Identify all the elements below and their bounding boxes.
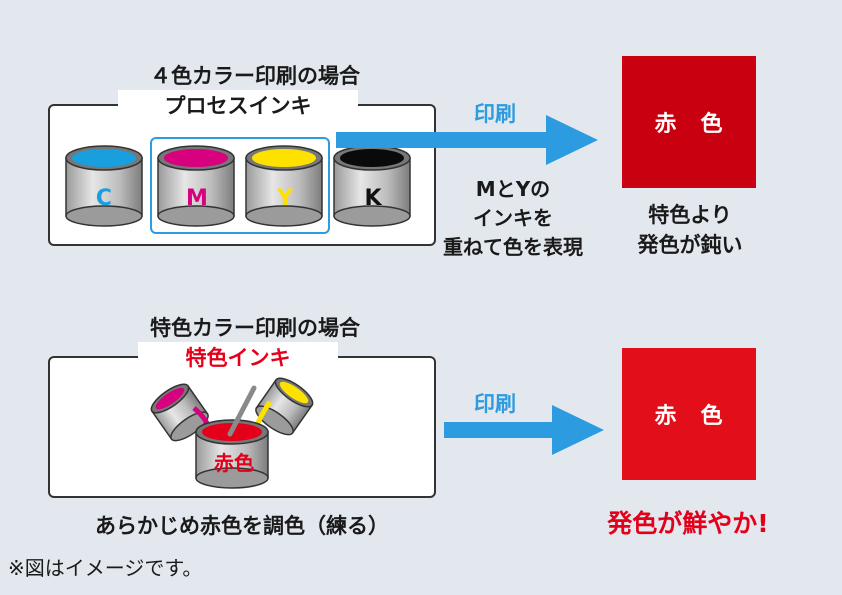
top-explanation-line-3: 重ねて色を表現 [443,235,583,259]
top-print-arrow [336,115,598,165]
top-swatch-label: 赤 色 [654,112,724,137]
top-explanation: MとYの インキを 重ねて色を表現 [428,175,598,262]
process-ink-cans [65,145,411,227]
top-explanation-line-1: MとYの [475,177,551,201]
black-letter: K [364,186,382,211]
yellow-ink-can [245,145,323,227]
top-result: 特色より 発色が鈍い [610,200,770,260]
cyan-ink-can [65,145,143,227]
top-result-line-2: 発色が鈍い [637,233,743,257]
spot-ink-mixing-illustration [150,377,314,489]
my-highlight-frame [150,137,330,234]
magenta-ink-can [157,145,235,227]
yellow-letter: Y [277,186,293,211]
bottom-red-swatch: 赤 色 [622,348,756,480]
bottom-result: 発色が鮮やか! [607,509,769,538]
bottom-print-label: 印刷 [474,392,516,416]
top-print-label: 印刷 [474,102,516,126]
top-explanation-line-2: インキを [473,206,553,230]
bottom-caption: あらかじめ赤色を調色（練る） [95,514,389,538]
top-red-swatch: 赤 色 [622,56,756,188]
process-ink-label: プロセスインキ [118,90,358,120]
top-heading: ４色カラー印刷の場合 [150,64,360,88]
black-ink-can [333,145,411,227]
bottom-heading: 特色カラー印刷の場合 [150,316,360,340]
cyan-letter: C [95,186,113,211]
red-can-label: 赤色 [214,451,254,475]
magenta-letter: M [186,186,208,211]
bottom-swatch-label: 赤 色 [654,404,724,429]
top-result-line-1: 特色より [648,203,732,227]
spot-ink-label: 特色インキ [138,342,338,372]
bottom-print-arrow [444,405,604,455]
footnote: ※図はイメージです。 [8,556,203,580]
